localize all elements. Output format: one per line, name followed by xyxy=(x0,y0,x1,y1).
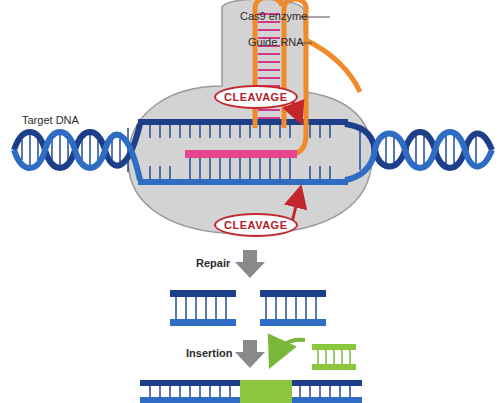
part-label: Target DNA xyxy=(22,114,79,126)
cut-site-text: CLEAVAGE xyxy=(224,91,288,103)
cut-arrow xyxy=(292,190,300,222)
insert-dna xyxy=(274,340,356,370)
step-arrow xyxy=(235,250,265,278)
cut-arrow xyxy=(292,100,300,120)
part-label: Insertion xyxy=(186,347,232,359)
guide-rna xyxy=(185,0,360,158)
step-arrow xyxy=(235,340,265,368)
dna-helix-right xyxy=(345,124,492,180)
cut-site-oval: CLEAVAGE xyxy=(214,85,298,109)
dna-helix-left xyxy=(14,124,140,180)
part-label: Repair xyxy=(196,257,230,269)
edited-dna xyxy=(140,380,362,403)
part-label: Cas9 enzyme xyxy=(240,10,307,22)
cut-site-oval: CLEAVAGE xyxy=(214,213,298,237)
cut-dna-fragments xyxy=(170,290,326,326)
part-label: Guide RNA xyxy=(248,36,304,48)
cut-site-text: CLEAVAGE xyxy=(224,219,288,231)
dna-open-strands xyxy=(138,119,348,185)
cas9-enzyme-shape xyxy=(128,0,372,234)
